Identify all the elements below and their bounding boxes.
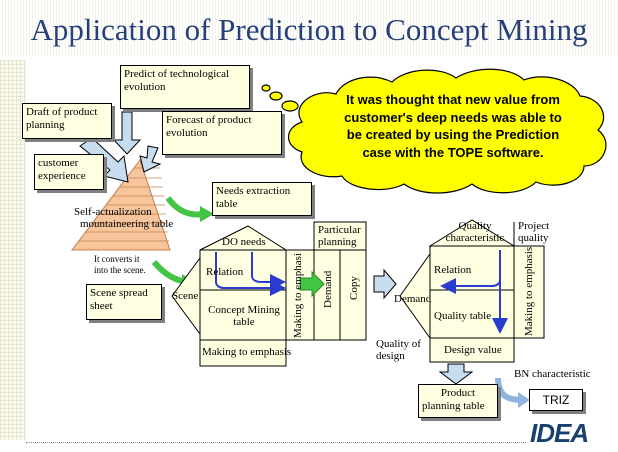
note-forecast-line-2: evolution [166,127,208,139]
demand-right-label: Demand [394,293,432,305]
speech-line-4: case with the TOPE software. [362,144,544,160]
arrow-to-product [438,363,474,385]
arrow-to-triz-head [518,392,530,408]
quality-char-line-1: Quality [458,220,492,232]
note-draft: Draft of product planning [22,103,112,139]
left-grid-band [0,60,26,440]
self-act-line-1: Self-actualization [74,206,152,218]
green-arrow-top [165,196,205,218]
converts-line-2: into the scene. [94,265,146,275]
concept-mining-house [171,221,367,367]
relation-right-label: Relation [434,264,472,276]
note-needs: Needs extraction table [212,182,312,216]
arrow-predict-down [112,111,142,155]
slide-title: Application of Prediction to Concept Min… [30,12,588,47]
speech-cloud [261,68,607,194]
note-customer-line-2: experience [38,170,86,182]
note-forecast-line-1: Forecast of product [166,114,252,126]
demand-vertical: Demand [322,270,334,308]
speech-text: It was thought that new value from custo… [318,91,588,161]
quality-design-label: Quality of design [376,338,421,362]
note-customer-line-1: customer [38,157,79,169]
making-emphasi-vertical: Making to emphasi [292,253,304,338]
quality-design-line-2: design [376,350,405,362]
note-product-line-1: Product [440,387,476,399]
title-band [0,0,618,56]
quality-table-label: Quality table [434,310,492,322]
note-customer: customer experience [34,154,104,190]
note-needs-line-2: table [216,198,238,210]
self-act-line-2: mountaineering table [80,218,174,230]
quality-char-label: Quality characteristic [440,220,510,244]
note-draft-line-1: Draft of product [26,106,98,118]
project-label: Project quality [518,220,549,244]
arrow-to-quality [373,268,397,300]
green-arrow-top-head [200,206,214,222]
particular-label: Particular planning [318,224,361,248]
blue-flow-left-2 [251,252,286,290]
note-scene-line-1: Scene spread [90,287,148,299]
concept-line-1: Concept Mining [208,304,280,316]
note-needs-line-1: Needs extraction [216,185,291,197]
blue-flow-left-1 [215,252,286,296]
project-line-1: Project [518,220,550,232]
note-scene-line-2: sheet [90,300,113,312]
making-emphasis-vertical-right: Making to emphasis [523,246,535,336]
copy-vertical: Copy [348,276,360,300]
speech-line-1: It was thought that new value from [346,92,560,107]
project-line-2: quality [518,232,549,244]
self-act-label: Self-actualization mountaineering table [74,206,173,230]
note-product-line-2: planning table [422,400,485,412]
converts-label: It converts it into the scene. [94,254,146,276]
note-draft-line-2: planning [26,119,65,131]
note-scene: Scene spread sheet [86,284,162,320]
particular-line-1: Particular [318,224,361,236]
bottom-rule [26,442,526,443]
note-product: Product planning table [418,384,498,418]
green-arrow-bottom [151,260,187,285]
pyramid-lines [78,167,169,242]
making-emphasis-label: Making to emphasis [202,346,292,358]
quality-design-line-1: Quality of [376,338,421,350]
arrow-forecast-down [139,145,162,173]
triz-box: TRIZ [529,389,583,411]
note-forecast: Forecast of product evolution [162,111,282,155]
concept-label: Concept Mining table [206,304,282,328]
speech-line-3: be created by using the Prediction [346,127,560,142]
speech-line-2: customer's deep needs was able to [344,109,562,125]
quality-char-line-2: characteristic [445,232,505,244]
concept-line-2: table [233,316,255,328]
arrow-draft-to-pyramid [79,137,129,183]
green-arrow-mid [299,270,325,298]
scene-label: Scene [172,290,199,302]
particular-line-2: planning [318,236,357,248]
design-value-label: Design value [444,344,502,356]
note-predict: Predict of technological evolution [120,65,250,109]
idea-logo: IDEA [530,418,589,448]
relation-left-label: Relation [206,266,244,278]
converts-line-1: It converts it [94,254,140,264]
do-needs-label: DO needs [222,236,266,248]
note-predict-line-2: evolution [124,81,166,93]
bn-char-label: BN characteristic [514,368,591,380]
note-predict-line-1: Predict of technological [124,68,230,80]
